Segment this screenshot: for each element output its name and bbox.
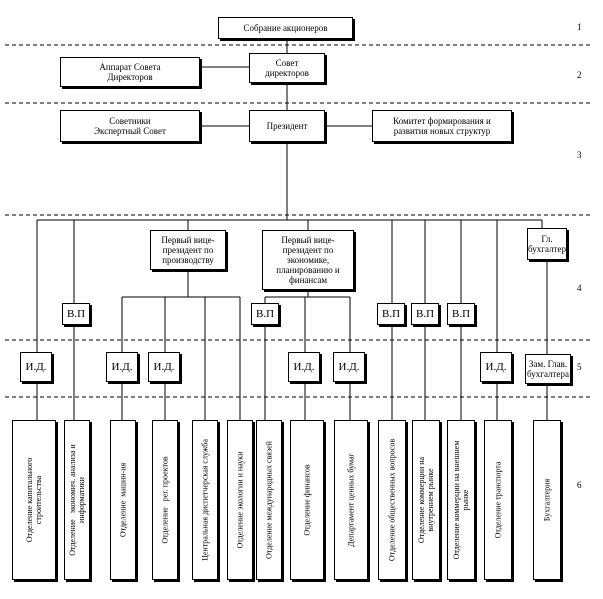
id-box: И.Д. <box>288 352 320 382</box>
shareholders-box: Собрание акционеров <box>218 17 353 39</box>
vp-box: В.П <box>447 303 475 325</box>
production-vice-president-box: Первый вице- президент по производству <box>150 230 226 270</box>
department-label: Отделение международных связей <box>264 441 274 559</box>
department-central-dispatch: Центральная диспетчерская служба <box>192 420 218 580</box>
id-box: И.Д. <box>333 352 365 382</box>
board-box: Совет директоров <box>249 53 325 83</box>
vp-box: В.П <box>377 303 405 325</box>
department-label: Отделение коммерции на внутреннем рынке <box>417 456 435 544</box>
department-accounting: Бухгалтерия <box>533 420 561 580</box>
department-finance: Отделение финансов <box>290 420 324 580</box>
id-box: И.Д. <box>148 352 180 382</box>
department-label: Отделение финансов <box>302 464 312 536</box>
department-label: Отделение машин-ия <box>118 462 128 538</box>
department-label: Отделение общественных вопросов <box>387 438 397 562</box>
board-office-box: Аппарат Совета Директоров <box>60 57 200 87</box>
department-international-relations: Отделение международных связей <box>256 420 282 580</box>
level-number-6: 6 <box>577 480 582 490</box>
department-label: Отделение экологии и науки <box>235 451 245 549</box>
level-number-2: 2 <box>577 70 582 80</box>
department-capital-construction: Отделение капитального строительства <box>12 420 56 580</box>
department-foreign-commerce: Отделение коммерции на внешнем рынке <box>447 420 475 580</box>
level-number-5: 5 <box>577 362 582 372</box>
department-machine-building: Отделение машин-ия <box>110 420 136 580</box>
president-box: Президент <box>249 110 325 142</box>
department-label: Отделение капитального строительства <box>25 457 43 543</box>
vp-box: В.П <box>251 303 279 325</box>
department-label: Отделение экономич. анализа и информатик… <box>68 444 86 556</box>
department-securities: Департамент ценных бумаг <box>334 420 368 580</box>
level-number-1: 1 <box>577 22 582 32</box>
department-ecology-science: Отделение экологии и науки <box>227 420 253 580</box>
department-regional-projects: Отделение рег. проектов <box>152 420 178 580</box>
department-label: Центральная диспетчерская служба <box>200 439 210 561</box>
department-economic-analysis: Отделение экономич. анализа и информатик… <box>64 420 90 580</box>
deputy-accountant-box: Зам. Глав. бухгалтера <box>525 354 571 384</box>
department-label: Отделение транспорта <box>493 461 503 539</box>
id-box: И.Д. <box>480 352 512 382</box>
department-public-affairs: Отделение общественных вопросов <box>378 420 406 580</box>
department-label: Департамент ценных бумаг <box>346 453 356 547</box>
level-number-3: 3 <box>577 150 582 160</box>
economics-vice-president-box: Первый вице- президент по экономике, пла… <box>262 230 354 290</box>
department-label: Бухгалтерия <box>542 478 552 522</box>
id-box: И.Д. <box>20 352 52 382</box>
advisers-box: Советники Экспертный Совет <box>60 110 200 142</box>
department-label: Отделение коммерции на внешнем рынке <box>452 440 470 560</box>
vp-box: В.П <box>62 303 90 325</box>
department-domestic-commerce: Отделение коммерции на внутреннем рынке <box>412 420 440 580</box>
committee-box: Комитет формирования и развития новых ст… <box>372 110 512 142</box>
vp-box: В.П <box>411 303 439 325</box>
chief-accountant-box: Гл. бухгалтер <box>527 228 567 260</box>
level-number-4: 4 <box>577 283 582 293</box>
department-transport: Отделение транспорта <box>484 420 512 580</box>
department-label: Отделение рег. проектов <box>160 456 170 544</box>
id-box: И.Д. <box>106 352 138 382</box>
